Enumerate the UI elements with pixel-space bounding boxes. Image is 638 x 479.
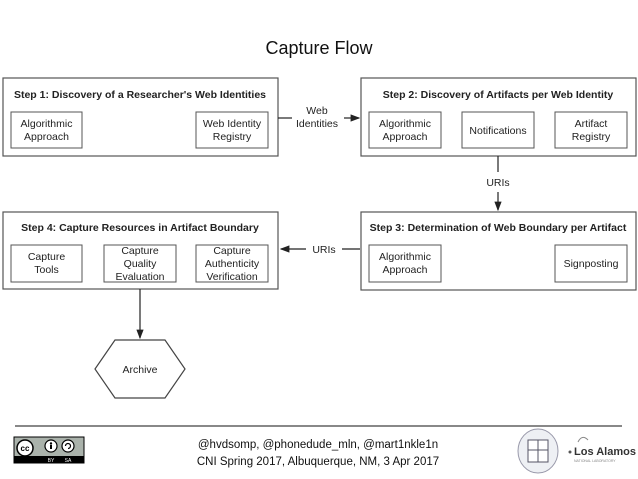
step-1-item-1-line-2: Approach: [24, 131, 69, 143]
slide-title: Capture Flow: [265, 38, 373, 58]
step-2-item-2: Notifications: [469, 125, 526, 137]
flow-label-line-2: Identities: [296, 118, 338, 130]
step-1-box: Step 1: Discovery of a Researcher's Web …: [2, 77, 279, 157]
sa-icon: [61, 439, 75, 453]
step-1-item-2-line-1: Web Identity: [203, 118, 262, 130]
cc-icon: cc: [21, 444, 30, 453]
step-2-item-1-line-1: Algorithmic: [379, 118, 431, 130]
step-1-item-1-line-1: Algorithmic: [21, 118, 73, 130]
los-alamos-logo: Los Alamos NATIONAL LABORATORY: [568, 436, 636, 463]
archive-hexagon: Archive: [94, 339, 186, 399]
los-alamos-wordmark: Los Alamos: [574, 446, 636, 458]
step-2-box: Step 2: Discovery of Artifacts per Web I…: [360, 77, 637, 157]
step-2-header: Step 2: Discovery of Artifacts per Web I…: [383, 89, 614, 101]
sa-label: SA: [65, 458, 72, 464]
flow-label: URIs: [486, 177, 509, 189]
step-4-box: Step 4: Capture Resources in Artifact Bo…: [2, 211, 279, 290]
step-2-item-1-line-2: Approach: [383, 131, 428, 143]
step-1-header: Step 1: Discovery of a Researcher's Web …: [14, 89, 266, 101]
step-2-item-3-line-2: Registry: [572, 131, 611, 143]
cc-by-sa-badge: cc BY SA: [13, 436, 85, 464]
footer-event: CNI Spring 2017, Albuquerque, NM, 3 Apr …: [197, 456, 439, 468]
step-1-item-2-line-2: Registry: [213, 131, 252, 143]
step-3-header: Step 3: Determination of Web Boundary pe…: [370, 222, 627, 234]
step-4-item-3-line-3: Verification: [206, 271, 258, 283]
step-3-item-2: Signposting: [564, 258, 619, 270]
step-3-item-1-line-1: Algorithmic: [379, 251, 431, 263]
step-4-item-2-line-2: Quality: [124, 258, 157, 270]
step-3-item-1-line-2: Approach: [383, 264, 428, 276]
step-3-box: Step 3: Determination of Web Boundary pe…: [360, 211, 637, 291]
flow-uris-left: URIs: [279, 244, 360, 256]
step-2-item-3-line-1: Artifact: [575, 118, 608, 130]
footer-authors: @hvdsomp, @phonedude_mln, @mart1nkle1n: [198, 439, 438, 451]
step-4-header: Step 4: Capture Resources in Artifact Bo…: [21, 222, 259, 234]
flow-uris-down: URIs: [486, 156, 510, 212]
step-4-item-2-line-1: Capture: [121, 245, 159, 257]
university-seal-logo: [517, 428, 559, 474]
step-4-item-3-line-2: Authenticity: [205, 258, 260, 270]
archive-label: Archive: [122, 364, 157, 376]
step-4-item-1-line-1: Capture: [28, 251, 66, 263]
flow-label: URIs: [312, 244, 335, 256]
los-alamos-subtitle: NATIONAL LABORATORY: [574, 459, 616, 463]
step-4-item-3-line-1: Capture: [213, 245, 251, 257]
flow-web-identities: Web Identities: [278, 105, 361, 130]
step-4-item-1-line-2: Tools: [34, 264, 59, 276]
by-label: BY: [48, 458, 55, 464]
step-4-item-2-line-3: Evaluation: [115, 271, 164, 283]
flow-label-line-1: Web: [306, 105, 328, 117]
